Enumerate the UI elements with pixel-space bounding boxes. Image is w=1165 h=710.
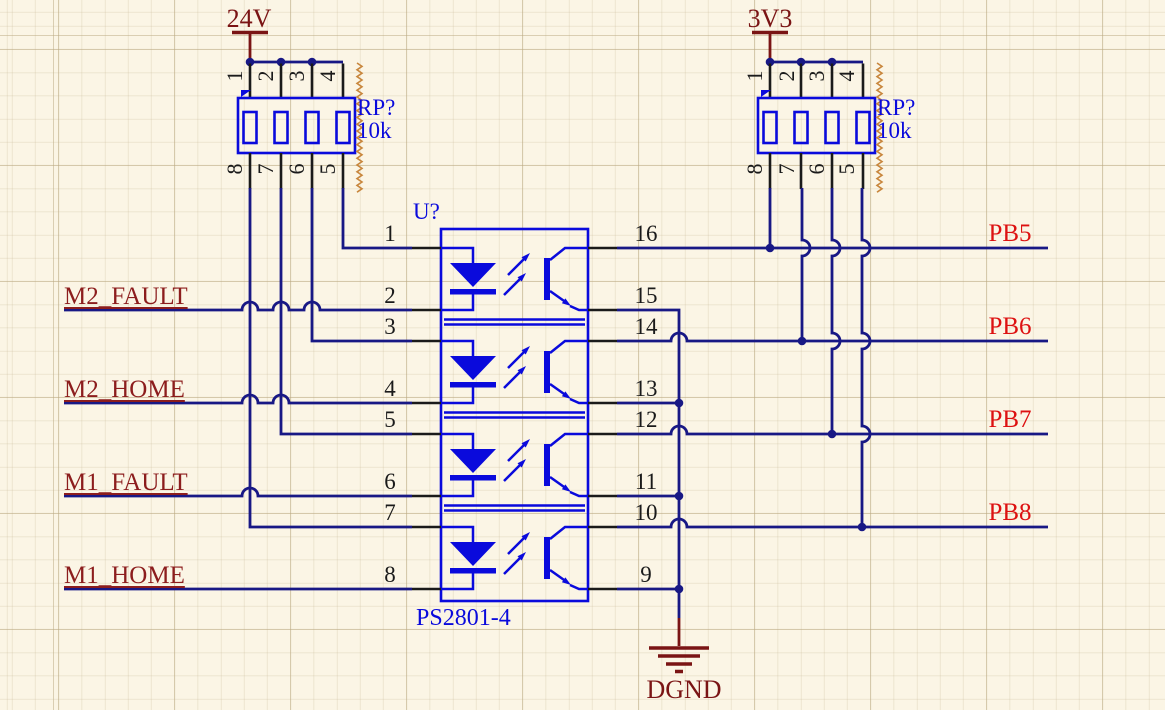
- opto-pin-label-13: 13: [634, 376, 658, 401]
- opto-pin-label-14: 14: [634, 314, 658, 339]
- wire-m1-fault[interactable]: [64, 486, 412, 498]
- wire-m2-home[interactable]: [64, 393, 412, 405]
- junction-dot: [827, 429, 837, 439]
- wire-rp6-to-pin3[interactable]: [310, 188, 412, 343]
- rpack1-designator[interactable]: RP?: [357, 95, 396, 120]
- opto-pin-label-1: 1: [384, 221, 396, 246]
- opto-channel-4[interactable]: [410, 525, 619, 591]
- opto-channel-3[interactable]: [410, 432, 619, 498]
- power-label-24v[interactable]: 24V: [226, 4, 272, 33]
- junction-dot: [674, 491, 684, 501]
- net-label-m2-home[interactable]: M2_HOME: [64, 376, 185, 403]
- junction-dot: [797, 336, 807, 346]
- opto-channel-1[interactable]: [410, 246, 619, 312]
- net-label-pb6[interactable]: PB6: [988, 313, 1032, 340]
- opto-pin-label-4: 4: [384, 376, 396, 401]
- wire-m2-fault[interactable]: [64, 300, 412, 312]
- wire-pb8[interactable]: [617, 517, 1048, 529]
- opto-pin-label-16: 16: [634, 221, 658, 246]
- opto-pin-label-9: 9: [640, 562, 652, 587]
- wire-rp5-to-pin1[interactable]: [341, 188, 412, 250]
- rp2-pin-label: 4: [834, 70, 859, 82]
- net-label-pb5[interactable]: PB5: [988, 220, 1032, 247]
- rp2-pin-label: 8: [742, 163, 767, 175]
- opto-channel-2[interactable]: [410, 339, 619, 405]
- opto-pin-label-3: 3: [384, 314, 396, 339]
- opto-pin-label-11: 11: [634, 469, 658, 494]
- opto-pin-label-12: 12: [634, 407, 658, 432]
- ground-bars-icon: [649, 646, 709, 674]
- net-label-m1-fault[interactable]: M1_FAULT: [64, 469, 188, 496]
- opto-pin-label-6: 6: [384, 469, 396, 494]
- opto-pin-label-2: 2: [384, 283, 396, 308]
- rp1-pin-label: 5: [315, 163, 340, 175]
- opto-body[interactable]: [439, 227, 590, 603]
- opto-pin-label-15: 15: [634, 283, 658, 308]
- power-label-3v3[interactable]: 3V3: [747, 4, 793, 33]
- rp1-pin-label: 3: [284, 70, 309, 82]
- ground-label-dgnd[interactable]: DGND: [646, 675, 722, 704]
- rp2-pin-label: 5: [834, 163, 859, 175]
- net-label-pb7[interactable]: PB7: [988, 406, 1032, 433]
- rp1-pin-label: 6: [284, 163, 309, 175]
- rp1-pin-label: 1: [222, 70, 247, 82]
- rpack2-designator[interactable]: RP?: [877, 95, 916, 120]
- net-label-pb8[interactable]: PB8: [988, 499, 1032, 526]
- wire-rp6r-to-pb7[interactable]: [830, 188, 842, 434]
- opto-pin-label-7: 7: [384, 500, 396, 525]
- junction-dot: [674, 584, 684, 594]
- rp1-pin-label: 8: [222, 163, 247, 175]
- net-label-m1-home[interactable]: M1_HOME: [64, 562, 185, 589]
- opto-designator[interactable]: U?: [413, 199, 440, 224]
- wire-rp5r-to-pb8[interactable]: [860, 188, 872, 527]
- opto-pin-label-5: 5: [384, 407, 396, 432]
- rp1-pin-label: 7: [253, 163, 278, 175]
- net-label-m2-fault[interactable]: M2_FAULT: [64, 283, 188, 310]
- opto-channel-dividers: [444, 318, 585, 512]
- junction-dot: [765, 243, 775, 253]
- wire-rp7r-to-pb6[interactable]: [800, 188, 812, 341]
- wire-rp7-to-pin5[interactable]: [279, 188, 412, 436]
- rp2-pin-label: 1: [742, 70, 767, 82]
- junction-dot: [857, 522, 867, 532]
- rp1-pin-label: 4: [315, 70, 340, 82]
- wire-pb7[interactable]: [617, 424, 1048, 436]
- junction-dot: [674, 398, 684, 408]
- opto-pin-label-8: 8: [384, 562, 396, 587]
- wire-pb6[interactable]: [617, 331, 1048, 343]
- wire-emitter-bus[interactable]: [617, 308, 681, 618]
- opto-pin-label-10: 10: [634, 500, 658, 525]
- rpack1-value[interactable]: 10k: [357, 118, 392, 143]
- opto-part-number[interactable]: PS2801-4: [416, 605, 511, 631]
- rp2-pin-label: 6: [804, 163, 829, 175]
- rp2-pin-label: 3: [804, 70, 829, 82]
- rp2-pin-label: 2: [774, 70, 799, 82]
- rp2-pin-label: 7: [774, 163, 799, 175]
- rpack2-value[interactable]: 10k: [877, 118, 912, 143]
- rp1-pin-label: 2: [253, 70, 278, 82]
